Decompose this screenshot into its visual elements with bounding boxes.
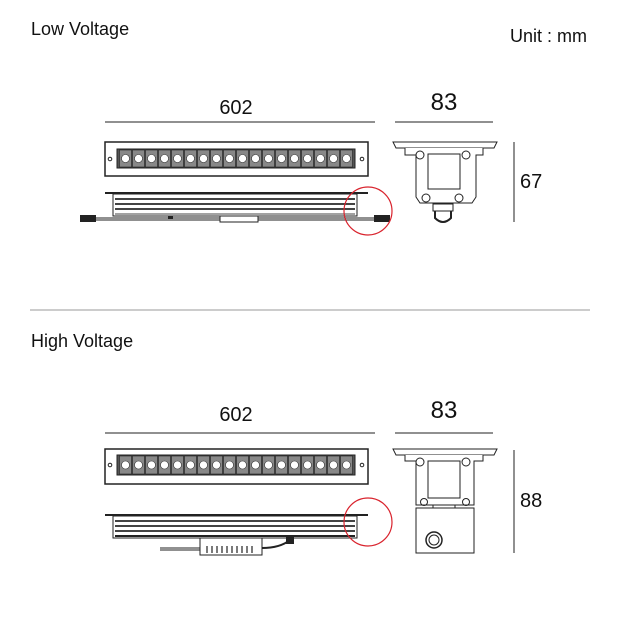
section-title-high-voltage: High Voltage bbox=[31, 331, 133, 351]
led-lens bbox=[121, 154, 130, 163]
front-view bbox=[104, 141, 369, 177]
led-lens bbox=[290, 154, 299, 163]
led-lens bbox=[147, 460, 156, 470]
section-title-low-voltage: Low Voltage bbox=[31, 19, 129, 39]
side-view bbox=[105, 514, 368, 556]
led-lens bbox=[121, 460, 130, 470]
high-voltage-drawing: 602 83 88 bbox=[104, 397, 542, 556]
led-lens bbox=[316, 460, 325, 470]
led-lens bbox=[134, 154, 143, 163]
led-lens bbox=[277, 154, 286, 163]
led-lens bbox=[134, 460, 143, 470]
led-lens bbox=[186, 460, 195, 470]
length-dimension: 602 bbox=[219, 404, 252, 426]
led-lens bbox=[173, 154, 182, 163]
led-lens bbox=[173, 460, 182, 470]
front-view bbox=[104, 448, 369, 485]
led-lens bbox=[238, 460, 247, 470]
led-lens bbox=[212, 460, 221, 470]
height-dimension: 88 bbox=[520, 490, 542, 512]
led-lens bbox=[225, 154, 234, 163]
led-lens bbox=[199, 154, 208, 163]
unit-label: Unit : mm bbox=[510, 26, 587, 46]
led-lens bbox=[238, 154, 247, 163]
width-dimension: 83 bbox=[431, 397, 458, 424]
end-view bbox=[392, 448, 498, 554]
led-lens bbox=[186, 154, 195, 163]
led-lens bbox=[342, 460, 351, 470]
detail-highlight-circle bbox=[343, 497, 393, 547]
led-lens bbox=[160, 460, 169, 470]
low-voltage-drawing: 602 83 67 bbox=[80, 89, 542, 236]
length-dimension: 602 bbox=[219, 97, 252, 119]
led-lens bbox=[329, 460, 338, 470]
led-lens bbox=[303, 460, 312, 470]
led-lens bbox=[316, 154, 325, 163]
led-lens bbox=[277, 460, 286, 470]
led-lens bbox=[199, 460, 208, 470]
led-lens bbox=[160, 154, 169, 163]
led-lens bbox=[264, 154, 273, 163]
height-dimension: 67 bbox=[520, 171, 542, 193]
end-view bbox=[392, 141, 498, 223]
led-lens bbox=[290, 460, 299, 470]
width-dimension: 83 bbox=[431, 89, 458, 116]
led-lens bbox=[251, 154, 260, 163]
led-lens bbox=[251, 460, 260, 470]
led-array bbox=[119, 455, 353, 475]
led-lens bbox=[342, 154, 351, 163]
led-lens bbox=[329, 154, 338, 163]
detail-highlight-circle bbox=[343, 186, 393, 236]
led-lens bbox=[212, 154, 221, 163]
side-view bbox=[80, 192, 390, 223]
led-lens bbox=[264, 460, 273, 470]
led-lens bbox=[147, 154, 156, 163]
led-lens bbox=[225, 460, 234, 470]
led-array bbox=[119, 149, 353, 168]
led-lens bbox=[303, 154, 312, 163]
